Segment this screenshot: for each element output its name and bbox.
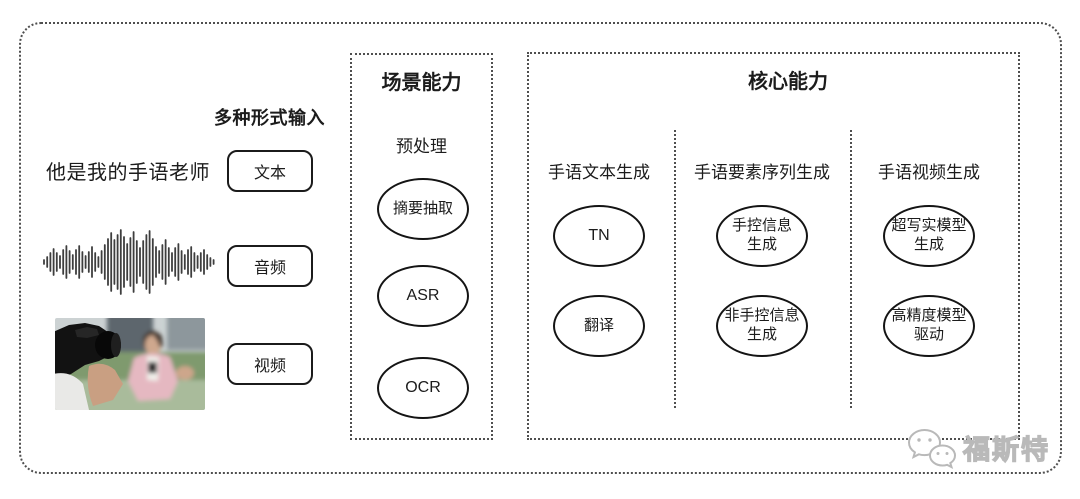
column-header-text-generation: 手语文本生成 — [548, 163, 650, 182]
input-type-audio-box: 音频 — [227, 245, 313, 287]
watermark-text-label: 福斯特 — [962, 435, 1050, 465]
sample-input-sentence: 他是我的手语老师 — [46, 162, 210, 184]
column-divider-1 — [674, 130, 676, 408]
core-capability-box: 核心能力 手语文本生成 手语要素序列生成 手语视频生成 TN 翻译 手控信息 生… — [527, 52, 1020, 440]
node-hyperrealistic-model-generation: 超写实模型 生成 — [883, 205, 975, 267]
node-high-precision-model-driving: 高精度模型 驱动 — [883, 295, 975, 357]
scene-box-title: 场景能力 — [381, 72, 462, 94]
input-type-video-box: 视频 — [227, 343, 313, 385]
column-divider-2 — [850, 130, 852, 408]
node-non-manual-info-generation: 非手控信息 生成 — [716, 295, 808, 357]
scene-capability-box: 场景能力 预处理 摘要抽取 ASR OCR — [350, 53, 493, 440]
input-type-text-box: 文本 — [227, 150, 313, 192]
input-type-text-label: 文本 — [253, 165, 286, 182]
node-ocr: OCR — [377, 357, 469, 419]
column-header-element-sequence-generation: 手语要素序列生成 — [694, 163, 830, 182]
node-asr: ASR — [377, 265, 469, 327]
node-tn: TN — [553, 205, 645, 267]
input-type-audio-label: 音频 — [253, 260, 286, 277]
core-box-title: 核心能力 — [748, 71, 828, 93]
watermark: 福斯特 — [906, 426, 1061, 472]
input-section-title: 多种形式输入 — [214, 108, 325, 128]
node-manual-info-generation: 手控信息 生成 — [716, 205, 808, 267]
watermark-text: 福斯特 — [961, 434, 1050, 465]
outer-frame — [19, 22, 1062, 474]
preprocessing-label: 预处理 — [396, 137, 447, 156]
video-thumbnail-image — [55, 318, 205, 410]
column-header-video-generation: 手语视频生成 — [878, 163, 980, 182]
node-summary-extraction: 摘要抽取 — [377, 178, 469, 240]
wechat-logo-icon — [907, 428, 957, 469]
audio-waveform-icon — [43, 229, 215, 295]
input-type-video-label: 视频 — [253, 358, 286, 375]
node-translation: 翻译 — [553, 295, 645, 357]
